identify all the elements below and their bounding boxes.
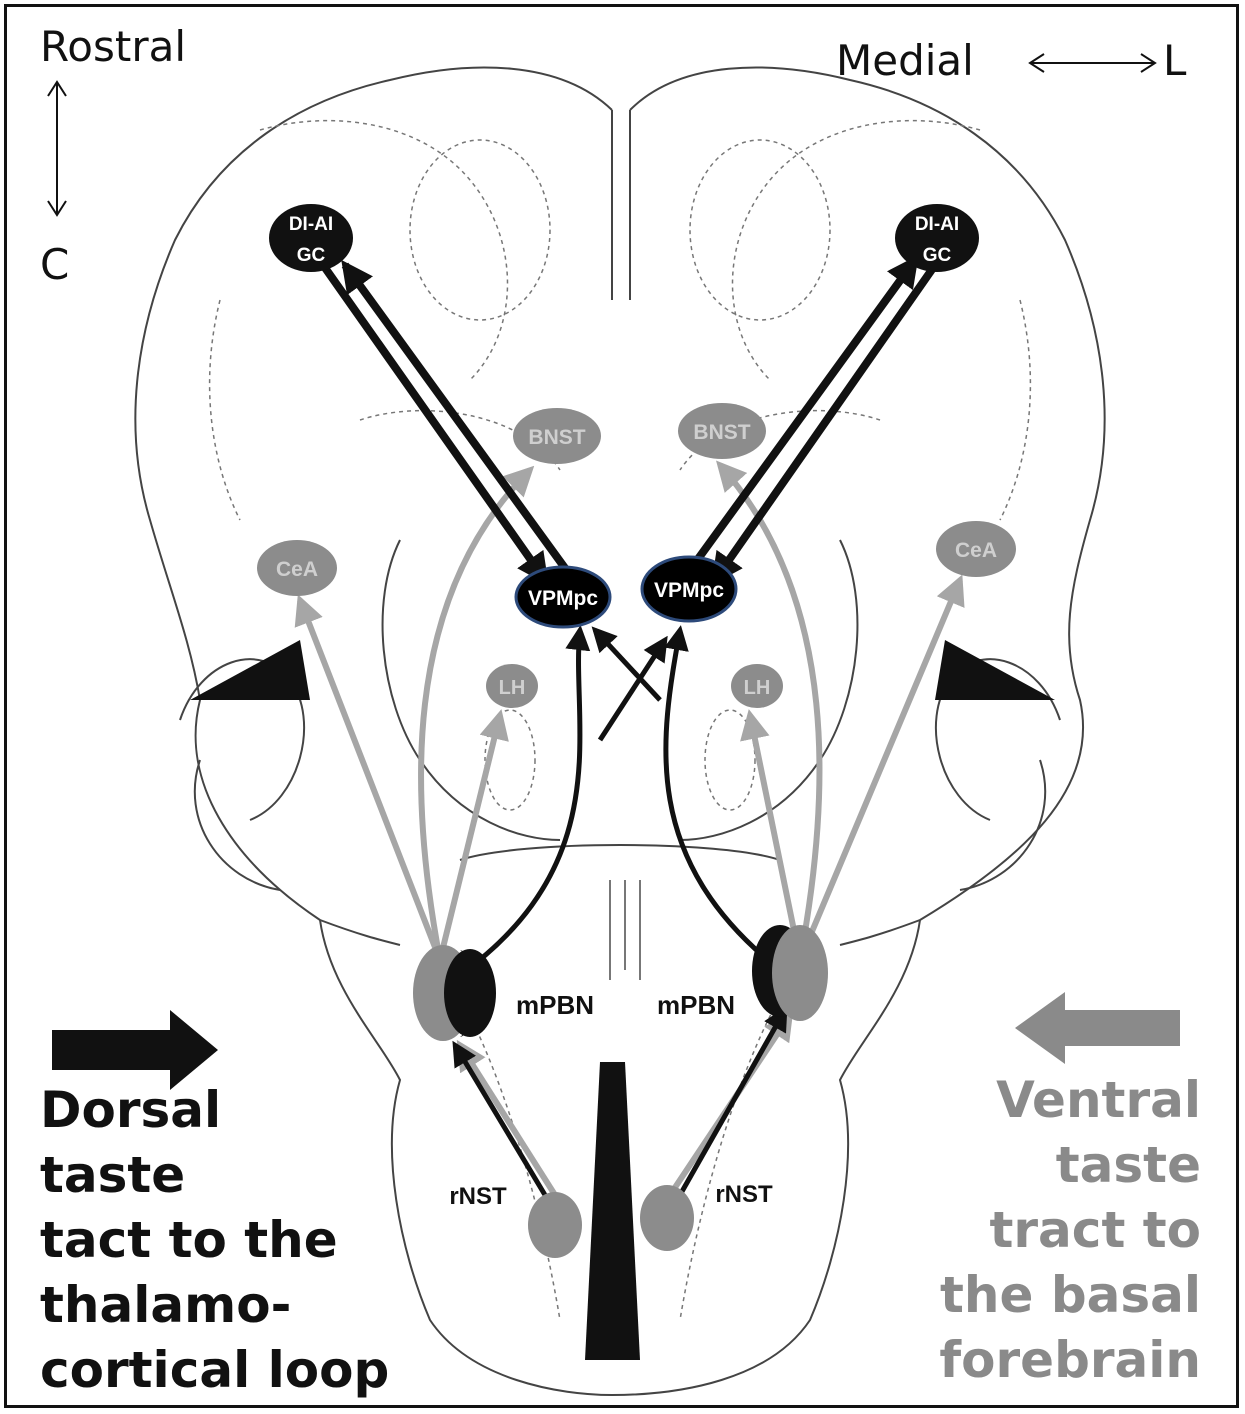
mpbn-left-label: mPBN xyxy=(516,990,594,1020)
rostral-label: Rostral xyxy=(40,22,186,71)
lh-right-label: LH xyxy=(744,677,771,699)
ventral-caption-line: taste xyxy=(939,1133,1201,1198)
dorsal-pathway xyxy=(316,255,940,580)
ventral-right-to-cea xyxy=(800,580,960,960)
caudal-label: C xyxy=(40,240,69,289)
bnst-left-label: BNST xyxy=(528,426,585,449)
ventral-legend-arrow xyxy=(1015,992,1180,1064)
ventral-right-to-bnst xyxy=(720,465,820,960)
vpmpc-left-node: VPMpc xyxy=(516,567,610,627)
dorsal-caption-line: thalamo- xyxy=(40,1273,389,1338)
lh-left-node: LH xyxy=(486,664,538,708)
vpmpc-left-label: VPMpc xyxy=(528,587,598,610)
vpmpc-right-label: VPMpc xyxy=(654,579,724,602)
gc-left-label-line1: DI-AI xyxy=(289,214,333,235)
rnst-left-label: rNST xyxy=(449,1183,507,1210)
ventral-left-rnst-to-mpbn xyxy=(460,1045,555,1195)
gc-left-node: DI-AI GC xyxy=(269,204,353,272)
gc-right-label-line2: GC xyxy=(923,245,952,266)
dorsal-right-rnst-to-mpbn xyxy=(680,1010,785,1195)
bnst-right-label: BNST xyxy=(693,421,750,444)
gc-right-label-line1: DI-AI xyxy=(915,214,959,235)
brain-hippocampal-folds xyxy=(180,659,1060,890)
ventral-left-to-bnst xyxy=(421,470,530,960)
mpbn-left-node: mPBN xyxy=(413,945,594,1041)
gc-right-node: DI-AI GC xyxy=(895,204,979,272)
lh-right-node: LH xyxy=(731,664,783,708)
ventral-caption-line: the basal xyxy=(939,1263,1201,1328)
gc-left-label-line2: GC xyxy=(297,245,326,266)
cea-right-node: CeA xyxy=(936,521,1016,577)
ventral-right-to-lh xyxy=(750,715,800,960)
dorsal-caption-line: taste xyxy=(40,1143,389,1208)
rnst-left-node: rNST xyxy=(449,1183,582,1258)
cea-left-node: CeA xyxy=(257,540,337,596)
dorsal-caption-line: cortical loop xyxy=(40,1338,389,1403)
medial-label: Medial xyxy=(836,36,974,85)
medial-lateral-arrow xyxy=(1030,54,1155,72)
ventral-pathway-caption: Ventral taste tract to the basal forebra… xyxy=(939,1068,1201,1393)
dorsal-caption-line: tact to the xyxy=(40,1208,389,1273)
cea-right-label: CeA xyxy=(955,539,997,562)
mpbn-right-label: mPBN xyxy=(657,990,735,1020)
ventral-left-to-lh xyxy=(440,715,500,960)
rostral-caudal-arrow xyxy=(48,82,66,215)
rnst-right-node: rNST xyxy=(640,1181,773,1251)
ventral-caption-line: tract to xyxy=(939,1198,1201,1263)
lh-left-label: LH xyxy=(499,677,526,699)
bnst-left-node: BNST xyxy=(513,408,601,464)
rnst-right-label: rNST xyxy=(715,1181,773,1208)
dorsal-left-cross xyxy=(600,640,665,740)
bnst-right-node: BNST xyxy=(678,403,766,459)
ventral-caption-line: Ventral xyxy=(939,1068,1201,1133)
ventral-caption-line: forebrain xyxy=(939,1328,1201,1393)
lateral-label: L xyxy=(1163,36,1186,85)
cea-left-label: CeA xyxy=(276,558,318,581)
brain-midline-marks xyxy=(610,880,640,980)
vpmpc-right-node: VPMpc xyxy=(642,557,736,621)
dorsal-left-gc-to-vpmpc xyxy=(316,255,545,580)
dorsal-caption-line: Dorsal xyxy=(40,1078,389,1143)
dorsal-left-rnst-to-mpbn xyxy=(455,1045,545,1195)
dorsal-pathway-caption: Dorsal taste tact to the thalamo- cortic… xyxy=(40,1078,389,1403)
